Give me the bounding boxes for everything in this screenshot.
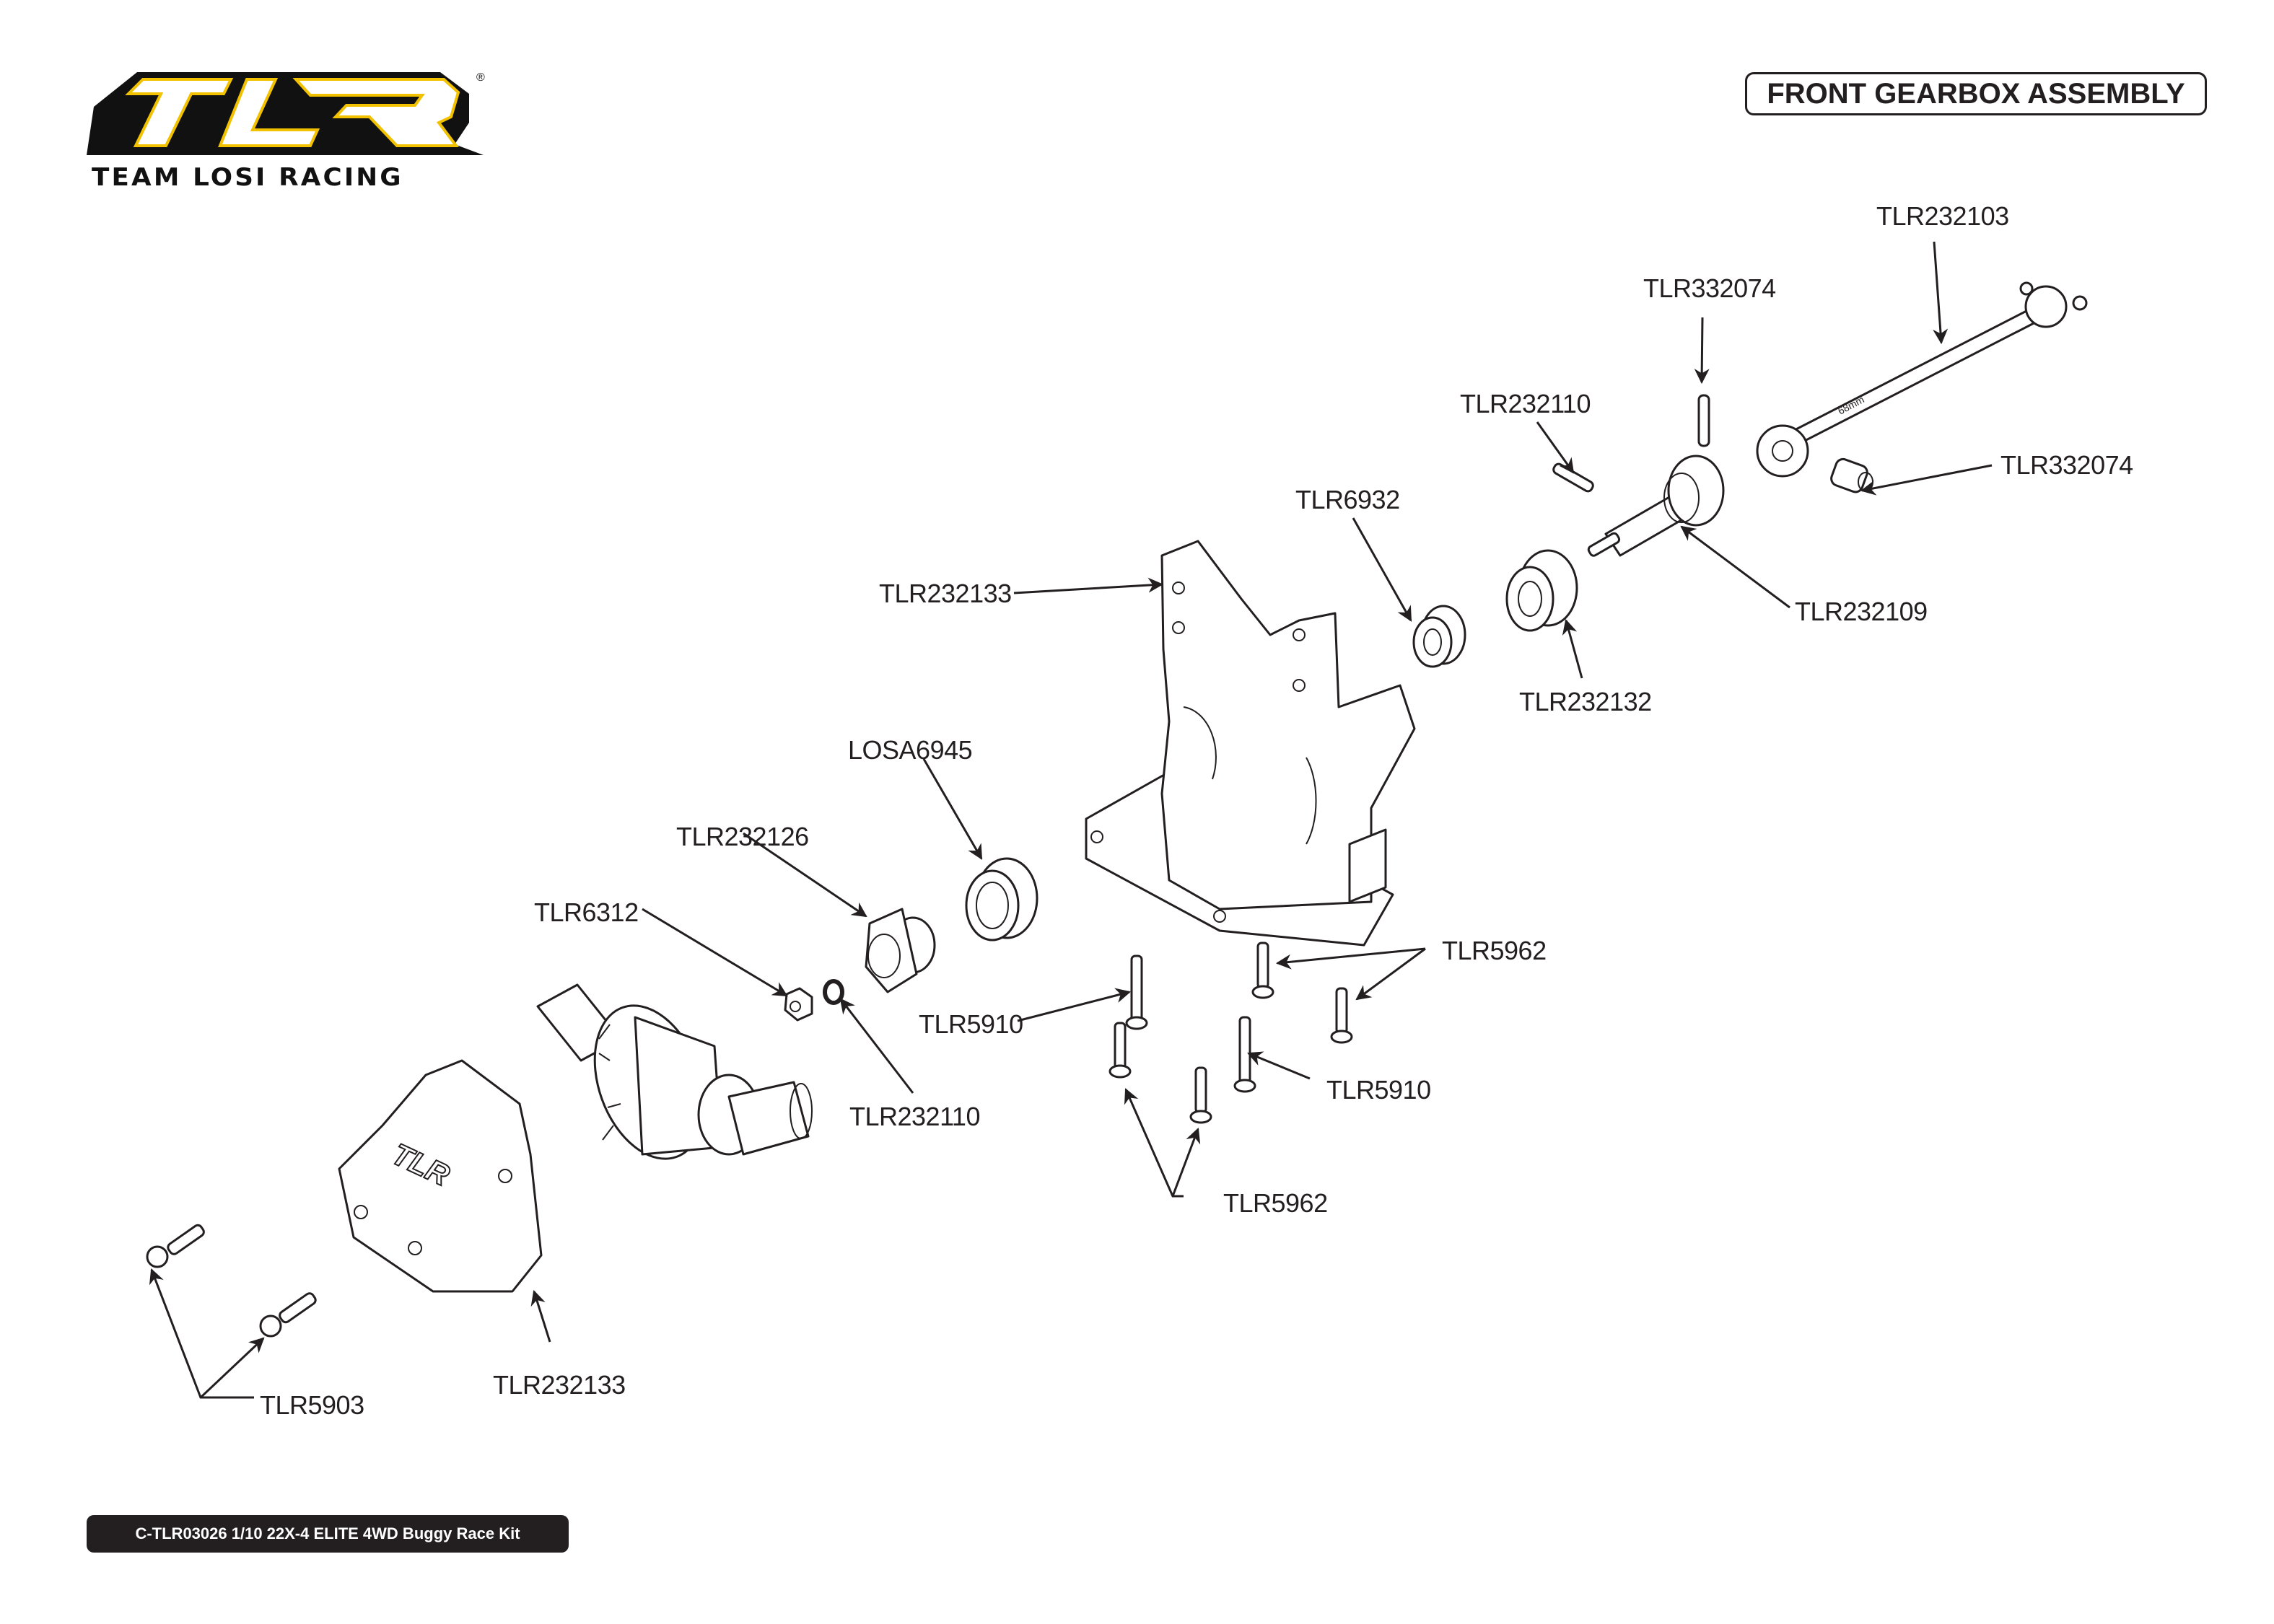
logo-registered-mark: ® [476, 71, 485, 84]
part-gearbox-cover-front: TLR [338, 1059, 543, 1293]
part-locknut [784, 987, 813, 1022]
part-drive-pin-upper [1697, 394, 1710, 447]
part-washer [823, 979, 844, 1005]
callout-c5: TLR232109 [1795, 597, 1928, 626]
logo-subtitle: TEAM LOSI RACING [92, 163, 403, 192]
callout-c15: TLR5910 [1326, 1075, 1431, 1105]
part-differential [536, 983, 813, 1160]
part-front-driveshaft: 68mm [1756, 281, 2088, 478]
part-button-head-screws [146, 1224, 317, 1338]
callout-c6: TLR6932 [1295, 485, 1400, 514]
page-title: FRONT GEARBOX ASSEMBLY [1767, 77, 2185, 110]
part-bearing-small [1412, 605, 1466, 668]
tlr-logo: ® [87, 71, 485, 155]
logo-letters [125, 78, 460, 147]
callout-c3: TLR332074 [2000, 450, 2133, 480]
callout-c9: LOSA6945 [848, 735, 972, 765]
callout-c1: TLR232103 [1876, 201, 2009, 231]
callout-c2: TLR332074 [1643, 273, 1776, 303]
callout-c7: TLR232132 [1519, 687, 1652, 716]
callout-c8: TLR232133 [879, 579, 1012, 608]
callout-c16: TLR5962 [1223, 1188, 1328, 1218]
callout-c18: TLR232133 [493, 1370, 626, 1400]
part-coupler-sleeve [1830, 457, 1873, 493]
callout-c14: TLR5910 [919, 1009, 1023, 1039]
callout-c17: TLR5903 [260, 1390, 364, 1420]
part-drive-pin-small [1552, 462, 1594, 493]
footer-text: C-TLR03026 1/10 22X-4 ELITE 4WD Buggy Ra… [135, 1524, 520, 1542]
callout-c11: TLR6312 [534, 897, 639, 927]
part-gearbox-housing-rear [1085, 540, 1416, 947]
part-pinion-gear [865, 908, 936, 993]
callout-labels: TLR232103 TLR332074 TLR332074 TLR232110 … [260, 201, 2133, 1420]
footer-kit-label: C-TLR03026 1/10 22X-4 ELITE 4WD Buggy Ra… [87, 1515, 569, 1553]
part-screws [1108, 942, 1353, 1124]
callout-c13: TLR5962 [1442, 936, 1547, 965]
callout-c4: TLR232110 [1460, 389, 1591, 418]
callout-c10: TLR232126 [676, 822, 809, 851]
callout-c12: TLR232110 [849, 1102, 980, 1131]
part-bearing-flanged [1505, 549, 1578, 632]
leader-lines [149, 241, 1993, 1399]
page-title-box: FRONT GEARBOX ASSEMBLY [1745, 72, 2207, 115]
part-bearing-large [965, 857, 1038, 942]
part-outdrive-cup [1587, 455, 1725, 557]
